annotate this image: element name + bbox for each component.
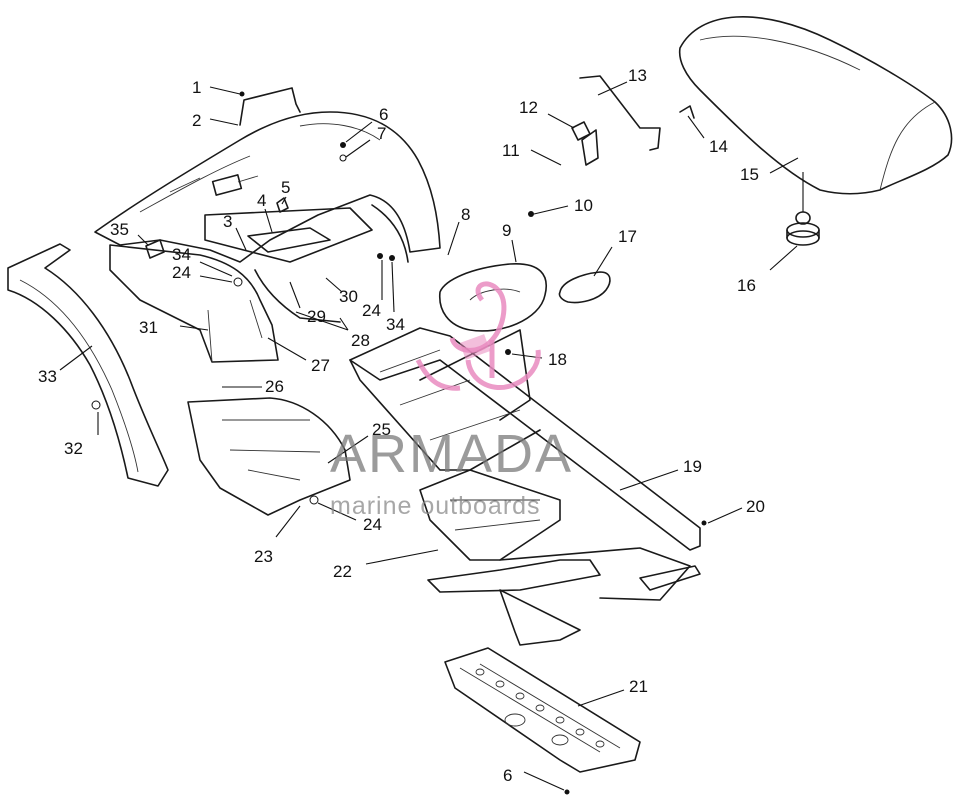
callout-2: 2 xyxy=(192,111,201,130)
rear-fender xyxy=(94,111,441,323)
callout-33: 33 xyxy=(38,367,57,386)
rivet-7 xyxy=(339,154,347,162)
callout-16: 16 xyxy=(737,276,756,295)
nut-24 xyxy=(233,277,243,287)
callout-7: 7 xyxy=(377,124,386,143)
mud-flap xyxy=(7,243,169,487)
callout-4: 4 xyxy=(257,191,266,210)
callout-24-mid: 24 xyxy=(362,301,381,320)
callout-19: 19 xyxy=(683,457,702,476)
callout-numbers: 1 2 3 4 5 6 7 8 9 10 11 12 13 14 15 16 1… xyxy=(38,66,765,785)
callout-17: 17 xyxy=(618,227,637,246)
callout-35: 35 xyxy=(110,220,129,239)
callout-11: 11 xyxy=(502,141,520,160)
callout-14: 14 xyxy=(709,137,728,156)
clip-32 xyxy=(91,400,101,410)
fastener-20 xyxy=(701,520,707,526)
fasteners xyxy=(91,87,707,795)
callout-22: 22 xyxy=(333,562,352,581)
screw-10 xyxy=(528,211,534,217)
callout-32: 32 xyxy=(64,439,83,458)
callout-28: 28 xyxy=(351,331,370,350)
clip-5 xyxy=(276,197,289,213)
callout-15: 15 xyxy=(740,165,759,184)
callout-20: 20 xyxy=(746,497,765,516)
seat-latch xyxy=(571,75,695,166)
callout-34-mid: 34 xyxy=(386,315,405,334)
storage-lid xyxy=(439,263,547,332)
callout-25: 25 xyxy=(372,420,391,439)
callout-12: 12 xyxy=(519,98,538,117)
callout-21: 21 xyxy=(629,677,648,696)
seat-bumper xyxy=(786,211,820,246)
callout-3: 3 xyxy=(223,212,232,231)
callout-23: 23 xyxy=(254,547,273,566)
seat xyxy=(678,16,953,195)
watermark-subtitle: marine outboards xyxy=(330,492,541,520)
armada-anchor-logo xyxy=(415,281,541,391)
callout-27: 27 xyxy=(311,356,330,375)
leader-lines xyxy=(59,81,804,791)
rear-frame xyxy=(419,469,601,646)
callout-31: 31 xyxy=(139,318,158,337)
callout-26: 26 xyxy=(265,377,284,396)
clip-35 xyxy=(145,239,165,259)
screw-6-bottom xyxy=(564,789,570,795)
screw-1 xyxy=(239,91,245,97)
callout-6-bottom: 6 xyxy=(503,766,512,785)
callout-8: 8 xyxy=(461,205,470,224)
callout-30: 30 xyxy=(339,287,358,306)
watermark-title: ARMADA xyxy=(330,424,573,484)
skid-plate xyxy=(444,647,641,773)
rivet-24-mid xyxy=(377,253,383,259)
fender-side-panel xyxy=(109,244,279,363)
screw-6 xyxy=(340,142,346,148)
callout-9: 9 xyxy=(502,221,511,240)
lid-pad xyxy=(558,271,611,304)
callout-18: 18 xyxy=(548,350,567,369)
callout-13: 13 xyxy=(628,66,647,85)
callout-10: 10 xyxy=(574,196,593,215)
callout-29: 29 xyxy=(307,307,326,326)
callout-5: 5 xyxy=(281,178,290,197)
floor-panel xyxy=(187,397,351,516)
callout-1: 1 xyxy=(192,78,201,97)
callout-24-lower: 24 xyxy=(363,515,382,534)
rivet-34 xyxy=(389,255,395,261)
callout-24-left: 24 xyxy=(172,263,191,282)
bracket-2 xyxy=(239,87,301,126)
watermark: ARMADA marine outboards xyxy=(330,281,573,520)
callout-34-left: 34 xyxy=(172,245,191,264)
fastener-18 xyxy=(505,349,511,355)
rivet-24-lower xyxy=(309,495,319,505)
callout-6: 6 xyxy=(379,105,388,124)
